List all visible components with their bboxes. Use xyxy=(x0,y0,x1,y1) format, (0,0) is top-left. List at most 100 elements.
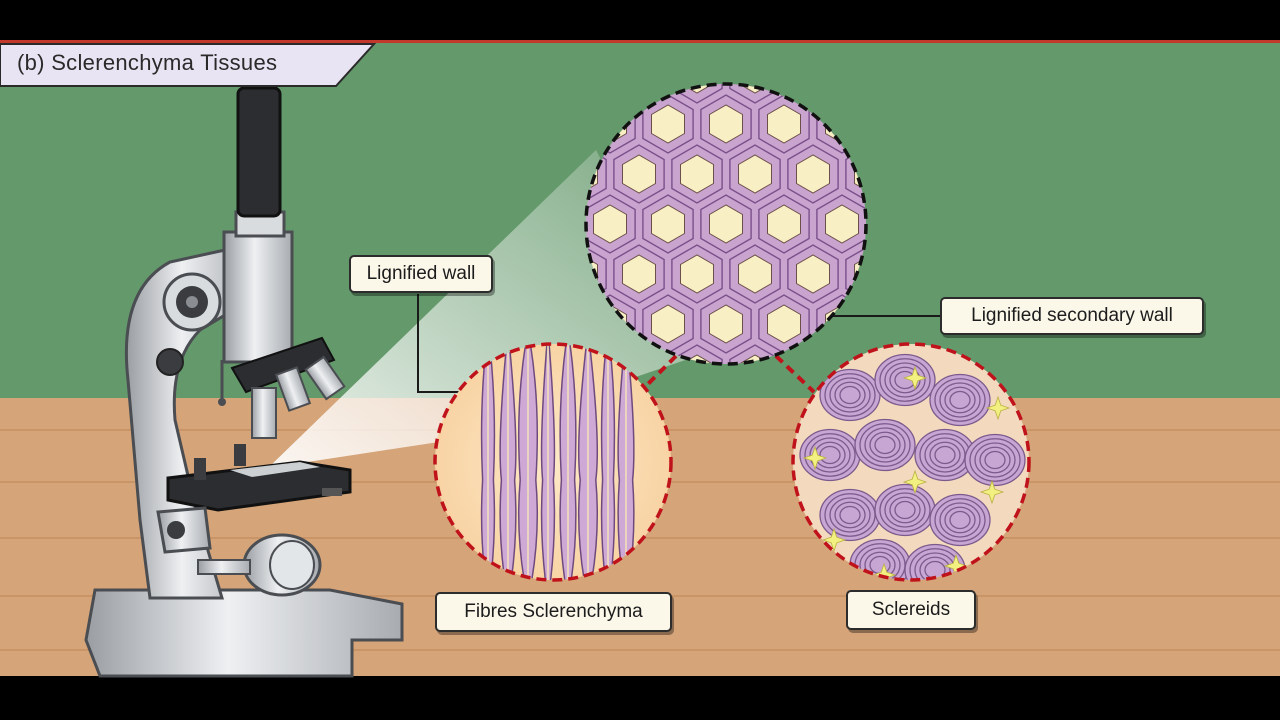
intercellular-space xyxy=(821,527,847,553)
sclereid-cell xyxy=(929,493,991,547)
sclereid-cell xyxy=(874,483,936,537)
sclereid-cell xyxy=(839,385,861,405)
sclereid-cell xyxy=(929,373,991,427)
cell-lumen xyxy=(651,104,685,144)
intercellular-space xyxy=(802,445,828,471)
cell-wall xyxy=(729,144,781,204)
cell-lumen xyxy=(738,154,772,194)
cell-wall xyxy=(816,194,866,254)
label-lignified-wall: Lignified wall xyxy=(349,255,493,293)
cell-wall xyxy=(729,84,781,104)
sclereid-cell xyxy=(824,373,876,417)
cell-wall xyxy=(700,94,752,154)
cell-lumen xyxy=(767,104,801,144)
cell-wall xyxy=(787,244,839,304)
cell-lumen xyxy=(709,204,743,244)
cell-wall xyxy=(845,144,866,204)
sclereid-cell xyxy=(874,435,896,455)
cell-wall xyxy=(586,244,607,304)
cell-wall xyxy=(671,144,723,204)
sclereid-cell xyxy=(879,488,931,532)
cell-lumen xyxy=(622,154,656,194)
cell-lumen xyxy=(796,154,830,194)
cell-wall xyxy=(613,144,665,204)
cell-wall xyxy=(787,144,839,204)
cell-lumen xyxy=(767,304,801,344)
cell-lumen xyxy=(738,254,772,294)
intercellular-space xyxy=(979,479,1005,505)
sclereid-cell xyxy=(834,501,866,529)
sclereid-cell xyxy=(809,437,851,473)
sclereid-cell xyxy=(869,431,901,459)
cell-lumen xyxy=(738,84,772,94)
sclereid-cell xyxy=(819,488,881,542)
sclereid-cell xyxy=(884,492,926,528)
sclereid-cell xyxy=(939,382,981,418)
cell-wall xyxy=(671,244,723,304)
label-lignified-secondary-wall: Lignified secondary wall xyxy=(940,297,1204,335)
sclereid-cell xyxy=(984,450,1006,470)
label-sclereids: Sclereids xyxy=(846,590,976,630)
sclereid-cell xyxy=(939,502,981,538)
cell-lumen xyxy=(709,104,743,144)
sclereid-cell xyxy=(874,353,936,407)
sclereid-cell xyxy=(829,497,871,533)
cell-wall xyxy=(642,194,694,254)
cell-wall xyxy=(586,144,607,204)
cell-wall xyxy=(845,244,866,304)
cell-wall xyxy=(671,84,723,104)
sclereid-cell xyxy=(919,556,951,580)
sclereid-cell xyxy=(859,423,911,467)
sclereid-cell xyxy=(974,442,1016,478)
cell-lumen xyxy=(651,204,685,244)
intercellular-space xyxy=(902,469,928,495)
sclereid-cell xyxy=(854,418,916,472)
cell-wall xyxy=(729,244,781,304)
cell-wall xyxy=(700,294,752,354)
fibre-cells xyxy=(480,344,635,580)
sclereid-cell xyxy=(944,386,976,414)
cell-lumen xyxy=(796,254,830,294)
cell-lumen xyxy=(680,154,714,194)
label-fibres-sclerenchyma: Fibres Sclerenchyma xyxy=(435,592,672,632)
sclereid-cell xyxy=(839,505,861,525)
sclereid-cell xyxy=(894,500,916,520)
cell-wall xyxy=(586,194,636,254)
sclereid-cell xyxy=(934,498,986,542)
sclereid-cell xyxy=(969,438,1021,482)
intercellular-space xyxy=(985,395,1011,421)
sclereid-cell xyxy=(964,433,1026,487)
sclereid-cell xyxy=(864,427,906,463)
sclereid-cell xyxy=(799,428,861,482)
sclereid-cell xyxy=(834,381,866,409)
sclereid-cell xyxy=(979,446,1011,474)
sclereid-cell xyxy=(934,445,956,465)
fibres-sclerenchyma-view xyxy=(433,342,673,582)
cell-lumen xyxy=(593,204,627,244)
sclereid-cell xyxy=(819,445,841,465)
sclereid-cell xyxy=(884,362,926,398)
cell-wall xyxy=(700,194,752,254)
sclereid-cell xyxy=(879,358,931,402)
sclereid-cell xyxy=(949,390,971,410)
sclereid-cell xyxy=(949,510,971,530)
cell-lumen xyxy=(709,304,743,344)
sclereid-cell xyxy=(889,496,921,524)
cell-lumen xyxy=(680,84,714,94)
cell-lumen xyxy=(651,304,685,344)
cell-lumen xyxy=(680,254,714,294)
cell-lumen xyxy=(767,204,801,244)
sclereid-cell xyxy=(804,433,856,477)
page-title: (b) Sclerenchyma Tissues xyxy=(17,50,278,75)
microscope-icon xyxy=(84,86,404,678)
sclereid-cell xyxy=(929,441,961,469)
cell-wall xyxy=(758,194,810,254)
sclereid-cell xyxy=(829,377,871,413)
sclereid-cell xyxy=(859,547,901,580)
sclereid-cell xyxy=(934,378,986,422)
intercellular-space xyxy=(902,365,928,391)
cell-lumen xyxy=(622,254,656,294)
sclereid-cell xyxy=(944,506,976,534)
cell-wall xyxy=(613,244,665,304)
